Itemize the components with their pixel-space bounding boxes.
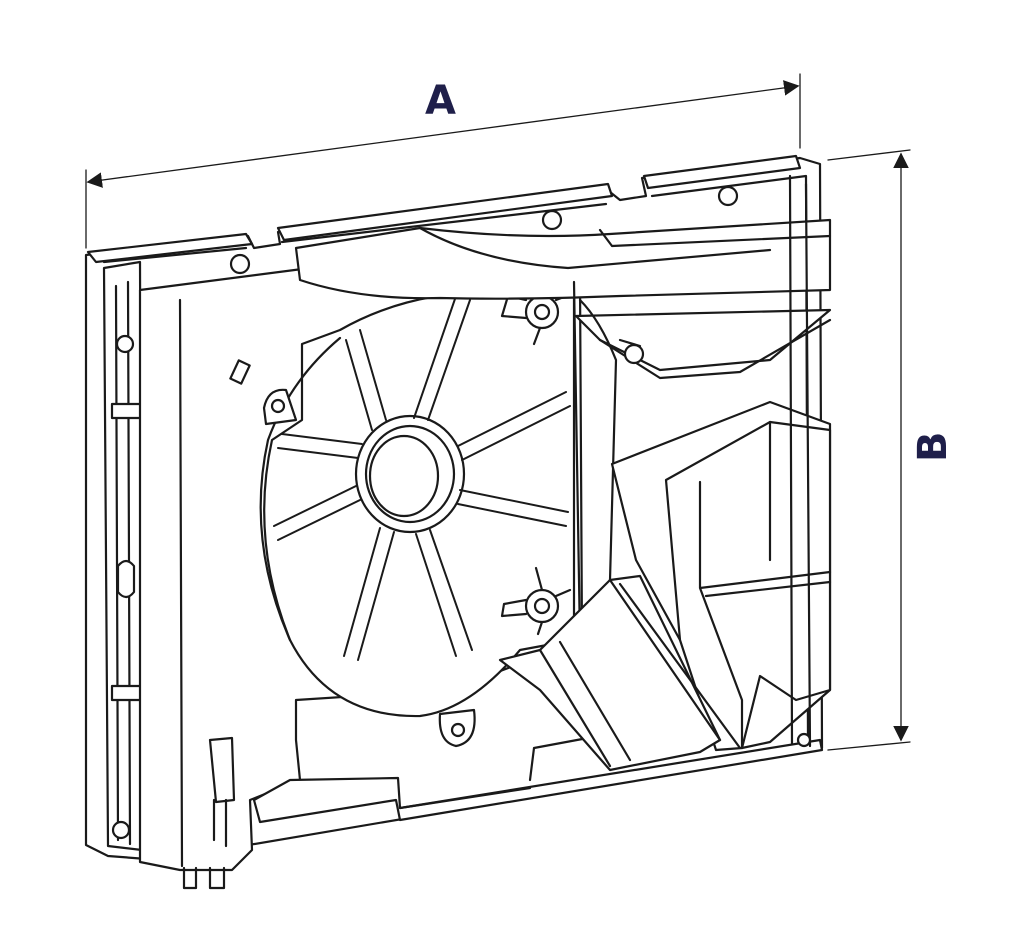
top-hole-2 bbox=[541, 209, 563, 231]
rail-hole-bottom bbox=[111, 820, 131, 840]
fan-hub-inner bbox=[368, 434, 440, 518]
mount-lug-bottom-hole bbox=[450, 722, 466, 738]
top-channel-crease bbox=[418, 226, 832, 270]
top-hole-3 bbox=[717, 185, 739, 207]
mount-lug-left-hole bbox=[270, 398, 286, 414]
wing-screw-bottom bbox=[500, 566, 572, 636]
mount-lug-left bbox=[262, 388, 298, 426]
mount-lug-bottom bbox=[438, 708, 476, 748]
dimension-b-extension-bottom bbox=[827, 741, 911, 751]
housing-drawing bbox=[84, 154, 832, 890]
top-tab-right bbox=[642, 154, 802, 190]
rail-slot bbox=[116, 559, 136, 599]
lower-ramp-lines bbox=[538, 578, 742, 768]
connector-leads bbox=[182, 798, 228, 890]
dimension-a: A bbox=[85, 73, 801, 249]
right-column-hole bbox=[796, 732, 812, 748]
top-tab-left bbox=[86, 232, 254, 264]
dimension-a-arrow-line bbox=[86, 80, 800, 188]
front-slot bbox=[229, 359, 251, 385]
front-plate-edge bbox=[178, 298, 184, 868]
right-outlet-duct-ribs bbox=[698, 420, 832, 750]
top-channel bbox=[294, 218, 832, 300]
vertical-partition bbox=[572, 280, 618, 642]
dimension-b-extension-top bbox=[827, 149, 911, 161]
rail-hole-top bbox=[115, 334, 135, 354]
dimension-a-label: A bbox=[425, 78, 456, 124]
top-hole-1 bbox=[229, 253, 251, 275]
top-tab-middle bbox=[276, 182, 614, 242]
upper-outlet-hole bbox=[623, 343, 645, 365]
dimension-b-label: B bbox=[910, 432, 956, 463]
bottom-ledge bbox=[252, 738, 824, 824]
fan-housing-ring bbox=[259, 336, 342, 642]
dimension-b: B bbox=[827, 149, 956, 751]
fan-spokes bbox=[273, 295, 571, 661]
bottom-connector bbox=[208, 736, 236, 804]
right-column bbox=[788, 174, 812, 748]
